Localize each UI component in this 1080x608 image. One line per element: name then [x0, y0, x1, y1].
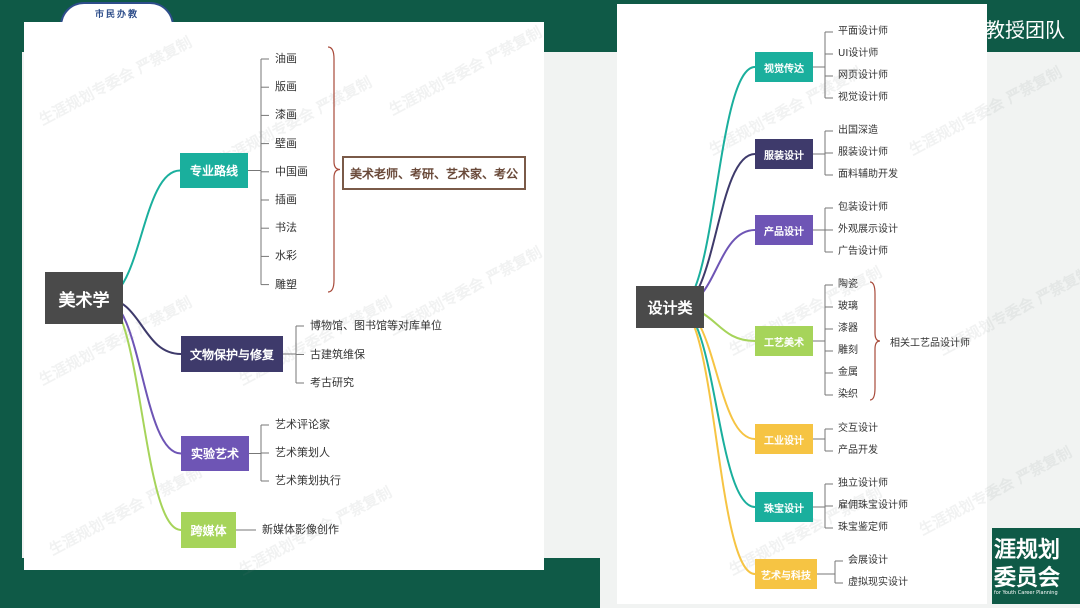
right-leaf: 会展设计 [848, 555, 888, 566]
left-branch-node-1: 专业路线 [180, 153, 248, 188]
right-leaf: 产品开发 [838, 445, 878, 456]
left-branch-node-3: 实验艺术 [181, 436, 249, 471]
right-leaf: 广告设计师 [838, 246, 888, 257]
right-leaf: 视觉设计师 [838, 92, 888, 103]
right-leaf: 独立设计师 [838, 478, 888, 489]
badge-line-1: 涯规划 [994, 538, 1061, 563]
left-leaf: 插画 [275, 193, 297, 206]
right-root-node: 设计类 [636, 286, 704, 328]
badge-line-3: for Youth Career Planning [994, 590, 1058, 596]
left-side-band [0, 52, 22, 558]
right-leaf: 雇佣珠宝设计师 [838, 500, 908, 511]
right-leaf: 外观展示设计 [838, 224, 898, 235]
right-leaf: 玻璃 [838, 301, 858, 312]
right-leaf: 出国深造 [838, 125, 878, 136]
right-summary-label: 相关工艺品设计师 [890, 338, 970, 349]
left-leaf: 艺术策划人 [275, 446, 330, 459]
right-leaf: 漆器 [838, 323, 858, 334]
left-leaf: 艺术评论家 [275, 418, 330, 431]
right-leaf: 陶瓷 [838, 279, 858, 290]
committee-badge: 涯规划 委员会 for Youth Career Planning [992, 528, 1080, 604]
left-root-node: 美术学 [45, 272, 123, 324]
right-branch-node-1: 视觉传达 [755, 52, 813, 82]
right-branch-node-4: 工艺美术 [755, 326, 813, 356]
left-leaf: 油画 [275, 52, 297, 65]
team-title: 教授团队 [985, 18, 1065, 42]
right-leaf: 金属 [838, 367, 858, 378]
right-leaf: 包装设计师 [838, 202, 888, 213]
right-leaf: 服装设计师 [838, 147, 888, 158]
right-branch-node-3: 产品设计 [755, 215, 813, 245]
left-branch-node-4: 跨媒体 [181, 512, 236, 548]
right-branch-node-2: 服装设计 [755, 139, 813, 169]
left-leaf: 漆画 [275, 108, 297, 122]
right-branch-node-7: 艺术与科技 [755, 559, 817, 589]
left-branch-node-2: 文物保护与修复 [181, 336, 283, 372]
left-leaf: 新媒体影像创作 [262, 523, 339, 536]
left-leaf: 壁画 [275, 136, 297, 150]
left-leaf: 古建筑维保 [310, 347, 365, 361]
left-panel-top-extension [24, 22, 544, 52]
left-leaf: 博物馆、图书馆等对库单位 [310, 319, 442, 332]
right-leaf: UI设计师 [838, 48, 879, 59]
right-leaf: 面料辅助开发 [838, 169, 898, 180]
right-leaf: 平面设计师 [838, 26, 888, 37]
left-leaf: 考古研究 [310, 376, 354, 389]
left-leaf: 艺术策划执行 [275, 474, 341, 487]
left-leaf: 水彩 [275, 249, 297, 263]
left-leaf: 雕塑 [275, 277, 297, 291]
left-leaf: 书法 [275, 221, 297, 235]
right-leaf: 珠宝鉴定师 [838, 522, 888, 533]
right-branch-node-6: 珠宝设计 [755, 492, 813, 522]
right-leaf: 染织 [838, 389, 858, 400]
right-leaf: 网页设计师 [838, 70, 888, 81]
right-leaf: 雕刻 [838, 345, 858, 356]
left-leaf: 中国画 [275, 164, 308, 178]
right-leaf: 虚拟现实设计 [848, 577, 908, 588]
badge-line-2: 委员会 [994, 566, 1061, 591]
left-summary-box: 美术老师、考研、艺术家、考公 [342, 156, 526, 190]
right-leaf: 交互设计 [838, 423, 878, 434]
right-branch-node-5: 工业设计 [755, 424, 813, 454]
left-leaf: 版画 [275, 80, 297, 94]
